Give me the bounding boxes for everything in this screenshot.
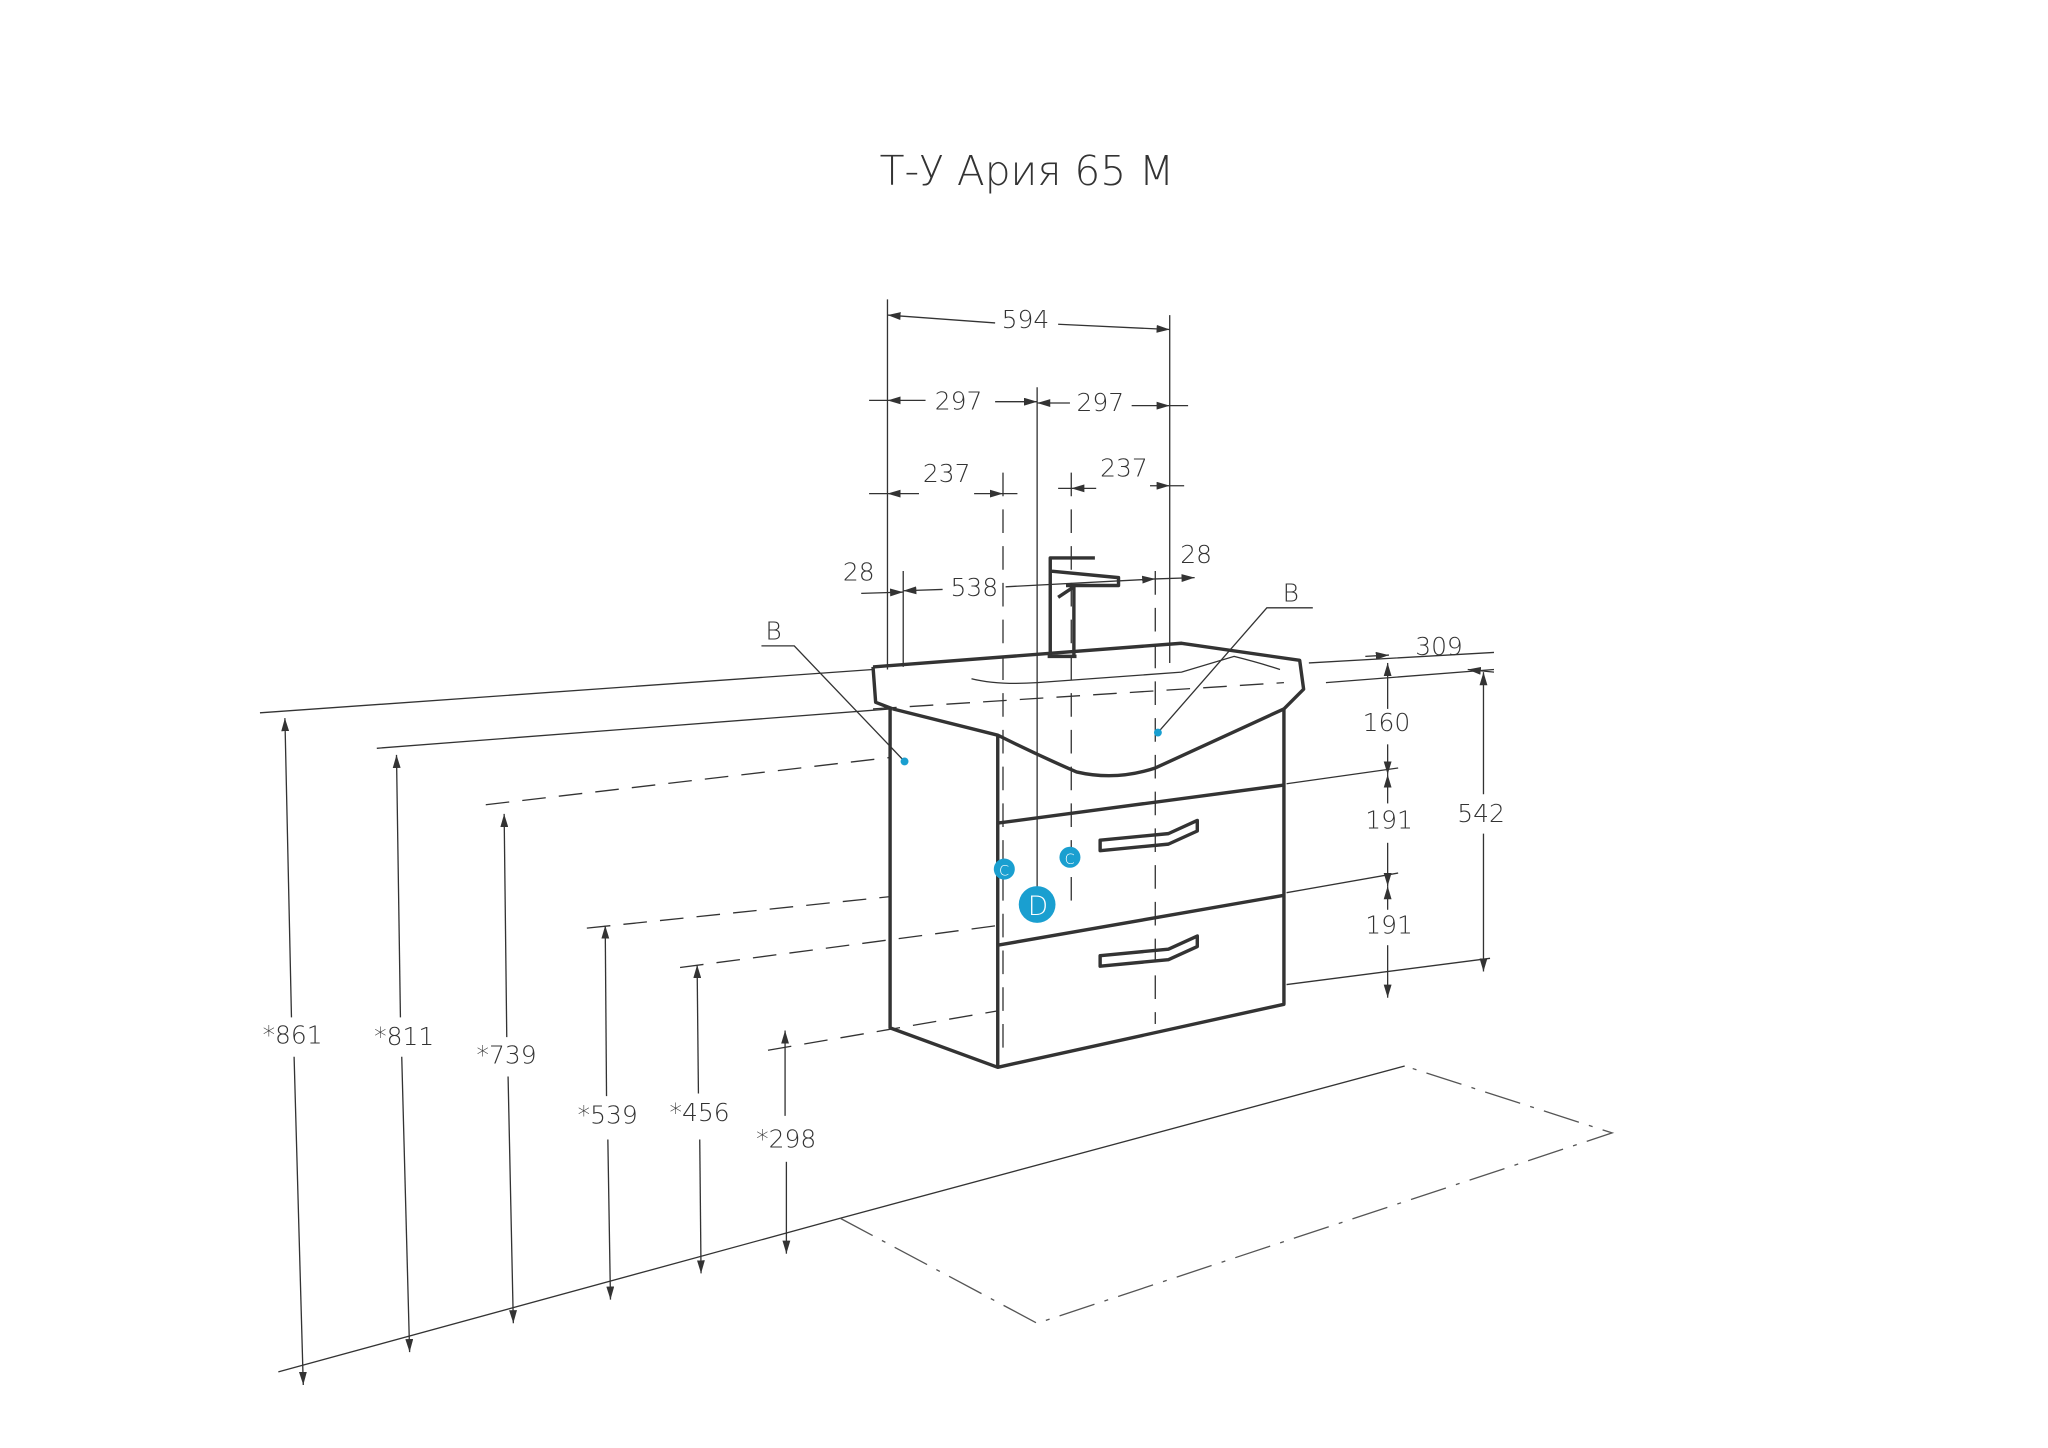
- marker-b-right-dot: [1153, 728, 1162, 737]
- dim-542: 542: [1457, 799, 1505, 828]
- dim-539: *539: [578, 1101, 638, 1130]
- marker-c-right-label: C: [1065, 852, 1075, 868]
- marker-b-right-label: B: [1283, 578, 1299, 607]
- top-dimensions: 594 297 297 237 237 28 538 28: [843, 299, 1212, 906]
- dim-28-right: 28: [1180, 540, 1212, 569]
- dim-28-left: 28: [843, 557, 875, 586]
- marker-d-label: D: [1028, 892, 1048, 922]
- faucet-icon: [1047, 556, 1121, 659]
- height-dimensions: *861 *811 *739 *539 *456 *298: [259, 668, 891, 1386]
- dim-237-right: 237: [1100, 454, 1148, 483]
- dim-456: *456: [670, 1098, 730, 1127]
- dim-191-bottom: 191: [1365, 910, 1413, 939]
- dim-297-right: 297: [1077, 388, 1125, 417]
- dim-861: *861: [263, 1021, 323, 1050]
- marker-c-left-label: C: [999, 864, 1009, 880]
- dim-298: *298: [756, 1124, 816, 1153]
- dim-297-left: 297: [935, 387, 983, 416]
- drawing-title: Т-У Ария 65 М: [880, 147, 1175, 195]
- projection-lines: [485, 472, 1284, 1051]
- dim-309: 309: [1415, 632, 1463, 661]
- dim-237-left: 237: [923, 459, 971, 488]
- floor-outline: [278, 1065, 1615, 1373]
- marker-d: [1018, 886, 1056, 923]
- dim-191-top: 191: [1365, 805, 1413, 834]
- connection-markers: B B C C D: [761, 578, 1313, 923]
- right-dimensions: 309 542 160 191 191: [1287, 632, 1505, 998]
- dim-739: *739: [477, 1040, 537, 1069]
- drawer-handle-bottom: [1098, 934, 1199, 968]
- dim-538: 538: [950, 573, 998, 602]
- marker-b-left-dot: [900, 757, 909, 766]
- marker-c-right: [1059, 846, 1081, 868]
- marker-b-left-label: B: [765, 616, 781, 645]
- dim-160: 160: [1363, 708, 1411, 737]
- vanity-cabinet: [871, 556, 1306, 1069]
- dim-594: 594: [1002, 305, 1050, 334]
- dim-811: *811: [374, 1022, 434, 1051]
- marker-c-left: [993, 858, 1015, 880]
- drawer-handle-top: [1098, 818, 1199, 853]
